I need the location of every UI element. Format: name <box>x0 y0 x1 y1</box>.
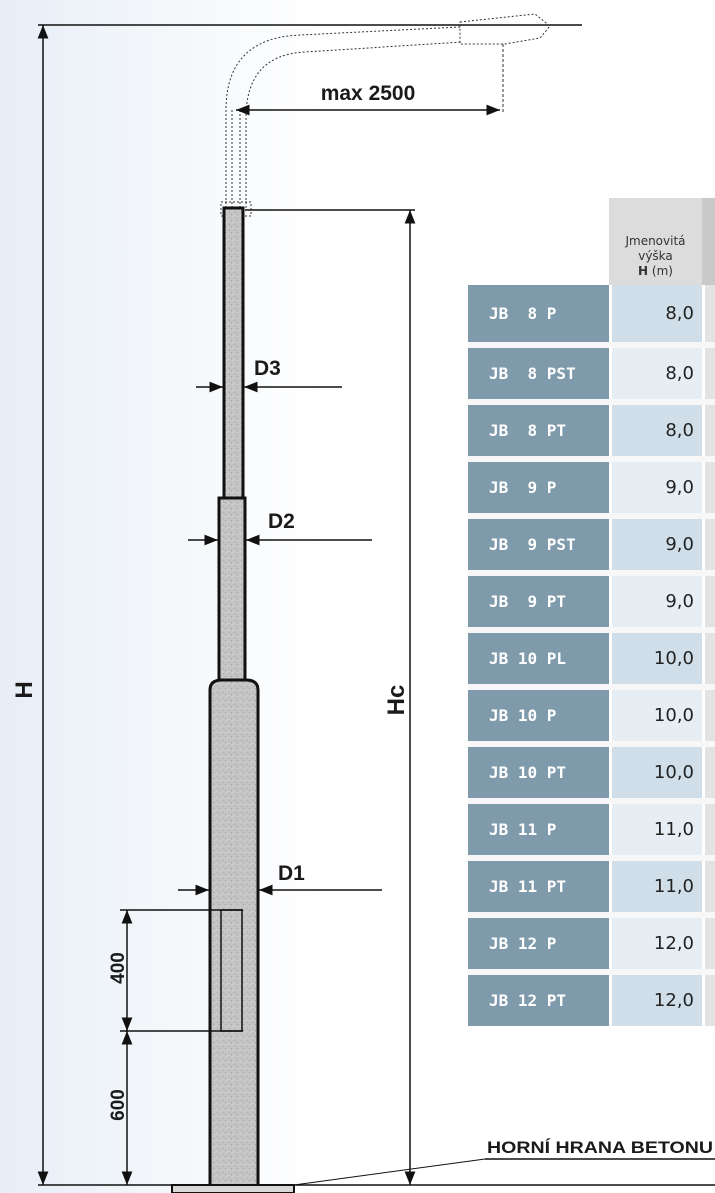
type-cell: JB 12 PT <box>468 975 609 1026</box>
type-cell: JB 10 PT <box>468 747 609 798</box>
base-plate <box>171 1184 295 1193</box>
height-cell: 10,0 <box>609 747 702 798</box>
nominal-height-header: Jmenovitá výška H (m) <box>609 198 702 285</box>
height-cell: 9,0 <box>609 519 702 570</box>
type-cell: JB 8 PST <box>468 348 609 399</box>
pole-section-middle <box>217 496 247 685</box>
concrete-edge-label: HORNÍ HRANA BETONU <box>487 1138 713 1157</box>
above-ground-height-label: Hc <box>383 685 410 716</box>
concrete-edge-leader <box>293 1158 486 1186</box>
diameter-top-label: D3 <box>254 357 281 380</box>
height-cell: 11,0 <box>609 804 702 855</box>
table-header: Jmenovitá výška H (m) <box>468 198 715 285</box>
height-cell: 8,0 <box>609 285 702 342</box>
height-cell: 12,0 <box>609 918 702 969</box>
type-cell: JB 10 PL <box>468 633 609 684</box>
type-cell: JB 11 PT <box>468 861 609 912</box>
total-height-label: H <box>11 681 38 698</box>
pole-section-top <box>222 206 245 502</box>
height-cell: 10,0 <box>609 690 702 741</box>
height-cell: 9,0 <box>609 576 702 627</box>
lamp-arm <box>220 26 463 217</box>
door-offset-label: 600 <box>108 1089 129 1121</box>
type-cell: JB 11 P <box>468 804 609 855</box>
luminaire-head <box>459 13 551 45</box>
type-cell: JB 8 PT <box>468 405 609 456</box>
diameter-middle-label: D2 <box>268 510 295 533</box>
height-cell: 10,0 <box>609 633 702 684</box>
pole-section-bottom <box>208 678 260 1190</box>
type-cell: JB 8 P <box>468 285 609 342</box>
type-cell: JB 10 P <box>468 690 609 741</box>
type-cell: JB 12 P <box>468 918 609 969</box>
max-arm-label: max 2500 <box>321 82 416 105</box>
diameter-bottom-label: D1 <box>278 862 305 885</box>
type-cell: JB 9 PST <box>468 519 609 570</box>
type-cell: JB 9 PT <box>468 576 609 627</box>
type-cell: JB 9 P <box>468 462 609 513</box>
height-cell: 12,0 <box>609 975 702 1026</box>
height-cell: 9,0 <box>609 462 702 513</box>
height-cell: 11,0 <box>609 861 702 912</box>
height-cell: 8,0 <box>609 348 702 399</box>
door-height-label: 400 <box>108 952 129 984</box>
height-cell: 8,0 <box>609 405 702 456</box>
